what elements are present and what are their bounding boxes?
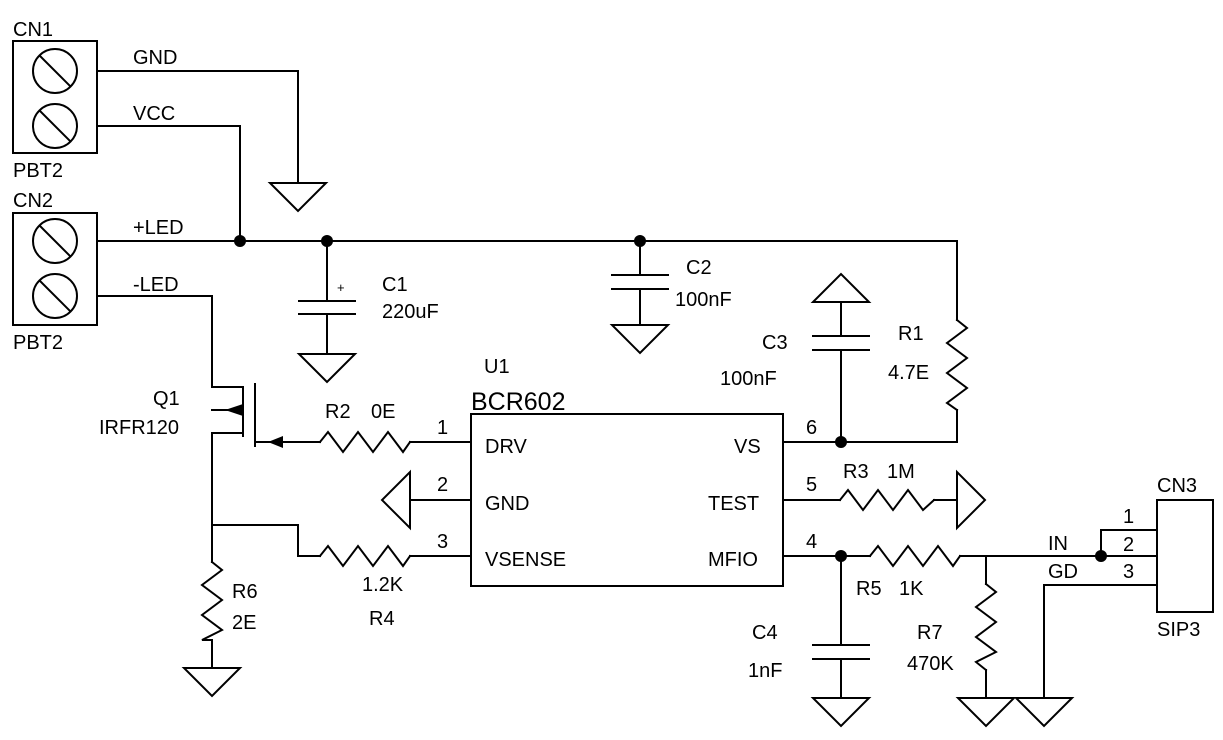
ground-icon [181,667,243,698]
junction-dot [835,436,847,448]
r1-value: 4.7E [888,362,929,384]
u1-ref: U1 [484,356,510,378]
pin-number: 1 [437,417,448,439]
resistor-r5: R5 1K [856,544,962,600]
resistor-r3: R3 1M [838,461,936,512]
capacitor-c2: C2 100nF [611,257,732,311]
ic-u1: U1 BCR602 1 DRV 2 GND 3 VSENSE 6 VS 5 TE… [437,356,817,587]
ground-icon [296,353,358,384]
resistor-r6: R6 2E [200,560,258,641]
r3-ref: R3 [843,461,869,483]
connector-cn1: CN1 PBT2 [12,19,98,182]
q1-ref: Q1 [153,388,180,410]
cn1-body [12,40,98,154]
pin-number: 3 [437,531,448,553]
ground-icon [267,182,329,213]
c4-value: 1nF [748,660,782,682]
mosfet-q1: Q1 IRFR120 [99,383,284,448]
pin-number: 5 [806,474,817,496]
ground-icon [380,469,411,531]
r6-value: 2E [232,612,256,634]
connector-cn2: CN2 PBT2 [12,190,98,354]
pin-name-vs: VS [734,436,761,458]
pin-name-gnd: GND [485,493,529,515]
r4-ref: R4 [369,608,395,630]
r6-ref: R6 [232,581,258,603]
r2-value: 0E [371,401,395,423]
capacitor-c3: C3 100nF [720,332,870,390]
net-label-led-pos: +LED [133,217,184,239]
pin-name-mfio: MFIO [708,549,758,571]
ground-icon [609,324,671,355]
pin-number: 2 [1123,534,1134,556]
arrow-icon [225,404,243,416]
ground-icon [810,697,872,728]
net-label-led-neg: -LED [133,274,179,296]
net-label-gd: GD [1048,561,1078,583]
r5-ref: R5 [856,578,882,600]
c3-value: 100nF [720,368,777,390]
junction-dot [835,550,847,562]
ground-icon [1013,697,1075,728]
net-label-in: IN [1048,533,1068,555]
junctions [234,235,1107,562]
ground-icon [955,697,1017,728]
resistor-r1: R1 4.7E [888,318,969,412]
capacitor-c1: + C1 220uF [298,274,439,323]
r4-value: 1.2K [362,574,404,596]
ground-icon [810,272,872,303]
pin-number: 1 [1123,506,1134,528]
u1-body [470,413,784,587]
cn2-type: PBT2 [13,332,63,354]
u1-part: BCR602 [471,388,566,416]
q1-value: IRFR120 [99,417,179,439]
pin-name-vsense: VSENSE [485,549,566,571]
c2-ref: C2 [686,257,712,279]
c4-ref: C4 [752,622,778,644]
junction-dot [1095,550,1107,562]
screw-terminal-icon [32,218,78,264]
screw-terminal-icon [32,48,78,94]
r7-ref: R7 [917,622,943,644]
pin-name-drv: DRV [485,436,528,458]
resistor-r2: R2 0E [318,401,412,454]
cn3-ref: CN3 [1157,475,1197,497]
cn3-type: SIP3 [1157,619,1200,641]
resistor-r7: R7 470K [907,582,998,675]
junction-dot [234,235,246,247]
ground-icon [956,469,987,531]
net-label-gnd: GND [133,47,177,69]
screw-terminal-icon [32,273,78,319]
junction-dot [634,235,646,247]
arrow-icon [268,436,283,448]
r2-ref: R2 [325,401,351,423]
r3-value: 1M [887,461,915,483]
cn1-type: PBT2 [13,160,63,182]
pin-name-test: TEST [708,493,759,515]
capacitor-c4: C4 1nF [748,622,870,682]
c3-ref: C3 [762,332,788,354]
net-label-vcc: VCC [133,103,175,125]
pin-number: 2 [437,474,448,496]
c1-value: 220uF [382,301,439,323]
pin-number: 3 [1123,561,1134,583]
junction-dot [321,235,333,247]
r7-value: 470K [907,653,954,675]
c2-value: 100nF [675,289,732,311]
pin-number: 4 [806,531,817,553]
ground-symbols [181,182,1075,728]
c1-ref: C1 [382,274,408,296]
cn2-ref: CN2 [13,190,53,212]
r5-value: 1K [899,578,924,600]
r1-ref: R1 [898,323,924,345]
connector-cn3: CN3 SIP3 1 2 3 [1123,475,1214,641]
screw-terminal-icon [32,103,78,149]
cn3-body [1156,499,1214,613]
cn1-ref: CN1 [13,19,53,41]
resistor-r4: 1.2K R4 [318,544,412,630]
pin-number: 6 [806,417,817,439]
cn2-body [12,212,98,326]
c1-polarity: + [337,280,345,295]
